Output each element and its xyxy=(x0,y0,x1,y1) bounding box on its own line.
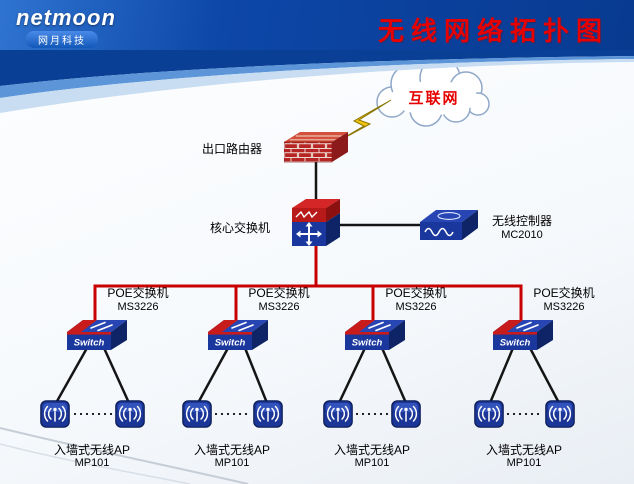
switch-face-text: Switch xyxy=(215,338,246,349)
wireless-ap-icon xyxy=(474,400,504,428)
ap-model: MP101 xyxy=(354,457,390,470)
poe-switch-name: POE交换机 xyxy=(533,286,595,300)
logo-wordmark: netmoon xyxy=(16,5,116,30)
wireless-ap-icon xyxy=(323,400,353,428)
poe-switch-icon: Switch xyxy=(67,320,127,350)
header-band xyxy=(0,0,634,50)
ap-group-label: 入墙式无线AP MP101 xyxy=(177,443,287,470)
wireless-ap-icon xyxy=(182,400,212,428)
ap-links xyxy=(54,347,561,404)
core-switch-label: 核心交换机 xyxy=(210,221,271,235)
ap-name: 入墙式无线AP xyxy=(333,443,410,457)
switch-face-text: Switch xyxy=(500,338,531,349)
ap-name: 入墙式无线AP xyxy=(53,443,130,457)
internet-cloud-icon: 互联网 xyxy=(376,57,490,127)
core-switch-icon xyxy=(292,199,340,246)
ap-group-label: 入墙式无线AP MP101 xyxy=(469,443,579,470)
netmoon-logo: netmoon 网月科技 xyxy=(16,5,116,48)
poe-trunk-lines xyxy=(93,244,523,324)
router-icon xyxy=(284,132,348,163)
decor-arc xyxy=(0,427,249,484)
header-swoosh xyxy=(0,50,634,113)
page-title: 无线网络拓扑图 xyxy=(378,17,610,46)
poe-switch-label: POE交换机 MS3226 xyxy=(373,286,459,313)
ap-model: MP101 xyxy=(214,457,250,470)
poe-switch-icon: Switch xyxy=(345,320,405,350)
switch-face-text: Switch xyxy=(352,338,383,349)
logo-company-name: 网月科技 xyxy=(26,31,98,48)
controller-model: MC2010 xyxy=(501,229,543,241)
poe-switch-model: MS3226 xyxy=(543,300,585,313)
poe-switch-icon: Switch xyxy=(493,320,553,350)
poe-switch-icon: Switch xyxy=(208,320,268,350)
poe-switch-label: POE交换机 MS3226 xyxy=(236,286,322,313)
ap-group-label: 入墙式无线AP MP101 xyxy=(317,443,427,470)
ap-group-label: 入墙式无线AP MP101 xyxy=(37,443,147,470)
ap-name: 入墙式无线AP xyxy=(193,443,270,457)
ap-model: MP101 xyxy=(74,457,110,470)
wireless-ap-icon xyxy=(40,400,70,428)
internet-label: 互联网 xyxy=(408,90,459,107)
poe-switch-model: MS3226 xyxy=(395,300,437,313)
poe-switch-name: POE交换机 xyxy=(107,286,169,300)
controller-label: 无线控制器 MC2010 xyxy=(480,212,564,241)
controller-name: 无线控制器 xyxy=(491,214,552,228)
poe-switch-model: MS3226 xyxy=(117,300,159,313)
poe-switch-label: POE交换机 MS3226 xyxy=(95,286,181,313)
wireless-controller-icon xyxy=(420,210,478,240)
poe-switch-name: POE交换机 xyxy=(385,286,447,300)
poe-switch-model: MS3226 xyxy=(258,300,300,313)
router-label: 出口路由器 xyxy=(202,142,263,156)
ap-name: 入墙式无线AP xyxy=(485,443,562,457)
switch-face-text: Switch xyxy=(74,338,105,349)
wireless-ap-icon xyxy=(545,400,575,428)
poe-switch-name: POE交换机 xyxy=(248,286,310,300)
wireless-ap-icon xyxy=(115,400,145,428)
poe-switch-label: POE交换机 MS3226 xyxy=(521,286,607,313)
wireless-ap-icon xyxy=(391,400,421,428)
wireless-ap-icon xyxy=(253,400,283,428)
ap-model: MP101 xyxy=(506,457,542,470)
